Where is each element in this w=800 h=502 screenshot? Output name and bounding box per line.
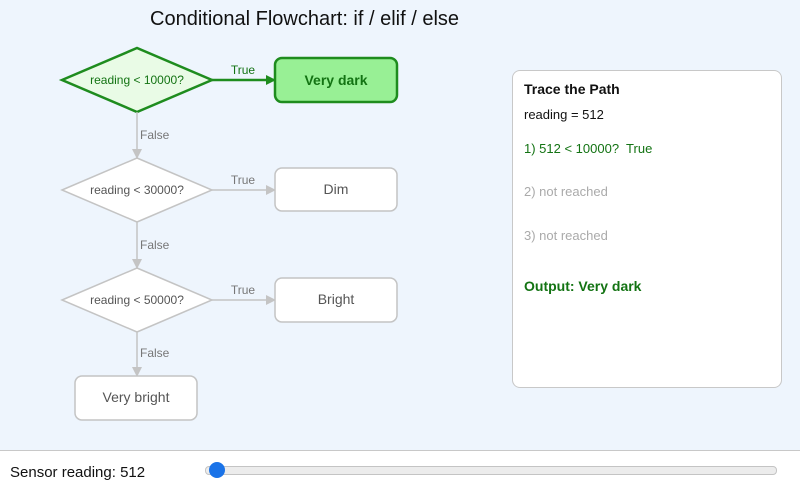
outcome-box-1 [273,56,399,104]
outcome-label-1: Very dark [304,72,367,88]
page-title: Conditional Flowchart: if / elif / else [150,8,460,30]
true-label-3: True [231,283,256,297]
decision-label-3: reading < 50000? [90,293,184,307]
decision-label-2: reading < 30000? [90,183,184,197]
flowchart: reading < 10000? True False Very dark re… [58,46,399,421]
outcome-label-else: Very bright [103,389,170,405]
outcome-box-3 [274,277,398,323]
trace-step-1: 1) 512 < 10000? True [524,141,653,156]
outcome-box-2 [274,167,398,212]
outcome-box-else [74,375,198,421]
false-label-1: False [140,128,170,142]
false-label-2: False [140,238,170,252]
trace-heading: Trace the Path [524,81,620,97]
trace-step-3: 3) not reached [524,228,608,243]
flowchart-canvas: Conditional Flowchart: if / elif / else … [0,0,800,451]
outcome-label-2: Dim [324,181,349,197]
decision-label-1: reading < 10000? [90,73,184,87]
trace-panel: Trace the Path reading = 512 1) 512 < 10… [512,70,782,388]
slider-label: Sensor reading: 512 [10,464,146,481]
sensor-slider-thumb[interactable] [209,462,225,478]
trace-step-2: 2) not reached [524,184,608,199]
trace-reading: reading = 512 [524,107,604,122]
controls-bar: Sensor reading: 512 [0,451,800,502]
outcome-label-3: Bright [318,291,355,307]
true-label-1: True [231,63,256,77]
false-label-3: False [140,346,170,360]
true-label-2: True [231,173,256,187]
trace-output: Output: Very dark [524,278,642,294]
sensor-slider-track[interactable] [205,466,777,475]
